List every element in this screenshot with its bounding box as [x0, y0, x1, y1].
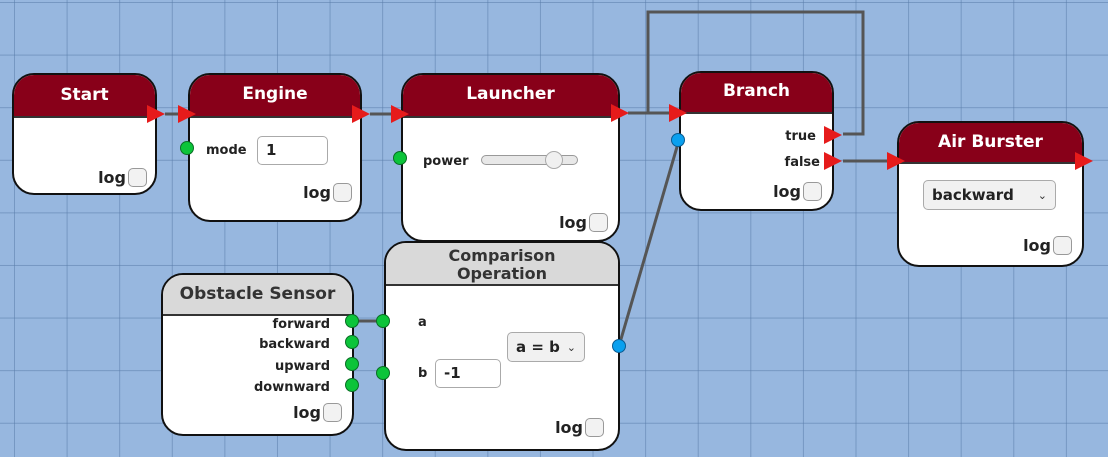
node-title: Air Burster: [938, 132, 1043, 152]
power-slider[interactable]: [481, 151, 578, 169]
log-toggle[interactable]: log: [1023, 236, 1072, 255]
flow-out-port-true[interactable]: [824, 126, 842, 144]
condition-in-port[interactable]: [671, 133, 685, 147]
node-header[interactable]: Start: [14, 75, 155, 118]
output-label-upward: upward: [274, 359, 330, 374]
node-branch[interactable]: Branch true false log: [679, 71, 834, 211]
node-start[interactable]: Start log: [12, 73, 157, 195]
output-label-forward: forward: [272, 317, 331, 332]
node-header[interactable]: Comparison Operation: [386, 243, 618, 286]
log-toggle[interactable]: log: [559, 213, 608, 232]
a-label: a: [418, 315, 427, 330]
log-checkbox[interactable]: [803, 182, 822, 201]
flow-in-port[interactable]: [669, 104, 687, 122]
direction-value: backward: [932, 186, 1014, 204]
node-title: Engine: [242, 84, 308, 104]
result-out-port[interactable]: [612, 339, 626, 353]
mode-input[interactable]: 1: [257, 136, 328, 165]
log-toggle[interactable]: log: [555, 418, 604, 437]
node-header[interactable]: Branch: [681, 73, 832, 114]
data-out-port-forward[interactable]: [345, 314, 359, 328]
node-header[interactable]: Launcher: [403, 75, 618, 118]
mode-label: mode: [206, 143, 247, 158]
direction-select[interactable]: backward ⌄: [923, 180, 1056, 210]
false-output-label: false: [784, 155, 820, 170]
b-value-input[interactable]: -1: [435, 359, 501, 388]
flow-in-port[interactable]: [887, 152, 905, 170]
flow-out-port[interactable]: [352, 105, 370, 123]
node-header[interactable]: Air Burster: [899, 123, 1082, 164]
flow-out-port[interactable]: [611, 104, 629, 122]
operator-value: a = b: [516, 338, 560, 356]
node-engine[interactable]: Engine mode 1 log: [188, 73, 362, 222]
data-out-port-backward[interactable]: [345, 335, 359, 349]
b-label: b: [418, 366, 428, 381]
log-label: log: [98, 168, 126, 187]
log-checkbox[interactable]: [323, 403, 342, 422]
slider-thumb[interactable]: [545, 151, 564, 169]
node-title-line2: Operation: [456, 264, 548, 283]
flow-in-port[interactable]: [178, 105, 196, 123]
node-header[interactable]: Obstacle Sensor: [163, 275, 352, 316]
chevron-down-icon: ⌄: [566, 340, 576, 354]
flow-out-port-false[interactable]: [824, 152, 842, 170]
log-toggle[interactable]: log: [98, 168, 147, 187]
flow-out-port[interactable]: [147, 105, 165, 123]
flow-out-port[interactable]: [1075, 152, 1093, 170]
data-in-port-mode[interactable]: [180, 141, 194, 155]
wire-comparison-to-branch[interactable]: [617, 139, 681, 347]
log-label: log: [303, 183, 331, 202]
wire-branch-true-loop[interactable]: [646, 10, 865, 136]
log-label: log: [1023, 236, 1051, 255]
output-label-backward: backward: [259, 337, 330, 352]
log-label: log: [773, 182, 801, 201]
log-toggle[interactable]: log: [773, 182, 822, 201]
log-checkbox[interactable]: [585, 418, 604, 437]
node-title: Obstacle Sensor: [179, 284, 336, 304]
node-launcher[interactable]: Launcher power log: [401, 73, 620, 242]
log-checkbox[interactable]: [333, 183, 352, 202]
log-checkbox[interactable]: [1053, 236, 1072, 255]
data-out-port-downward[interactable]: [345, 378, 359, 392]
flow-in-port[interactable]: [391, 105, 409, 123]
output-label-downward: downward: [253, 380, 330, 395]
data-in-port-b[interactable]: [376, 366, 390, 380]
node-title: Start: [60, 85, 109, 105]
operator-select[interactable]: a = b ⌄: [507, 332, 585, 362]
data-in-port-power[interactable]: [393, 151, 407, 165]
log-toggle[interactable]: log: [303, 183, 352, 202]
data-out-port-upward[interactable]: [345, 357, 359, 371]
log-checkbox[interactable]: [589, 213, 608, 232]
node-obstacle-sensor[interactable]: Obstacle Sensor forward backward upward …: [161, 273, 354, 436]
true-output-label: true: [785, 129, 816, 144]
node-title: Branch: [722, 81, 791, 101]
log-checkbox[interactable]: [128, 168, 147, 187]
log-label: log: [559, 213, 587, 232]
log-label: log: [555, 418, 583, 437]
node-comparison-operation[interactable]: Comparison Operation a b -1 a = b ⌄ log: [384, 241, 620, 451]
node-title: Launcher: [466, 84, 555, 104]
log-label: log: [293, 403, 321, 422]
log-toggle[interactable]: log: [293, 403, 342, 422]
node-title-line1: Comparison: [448, 246, 556, 265]
node-header[interactable]: Engine: [190, 75, 360, 118]
power-label: power: [423, 154, 469, 169]
chevron-down-icon: ⌄: [1037, 188, 1047, 202]
data-in-port-a[interactable]: [376, 314, 390, 328]
node-air-burster[interactable]: Air Burster backward ⌄ log: [897, 121, 1084, 267]
